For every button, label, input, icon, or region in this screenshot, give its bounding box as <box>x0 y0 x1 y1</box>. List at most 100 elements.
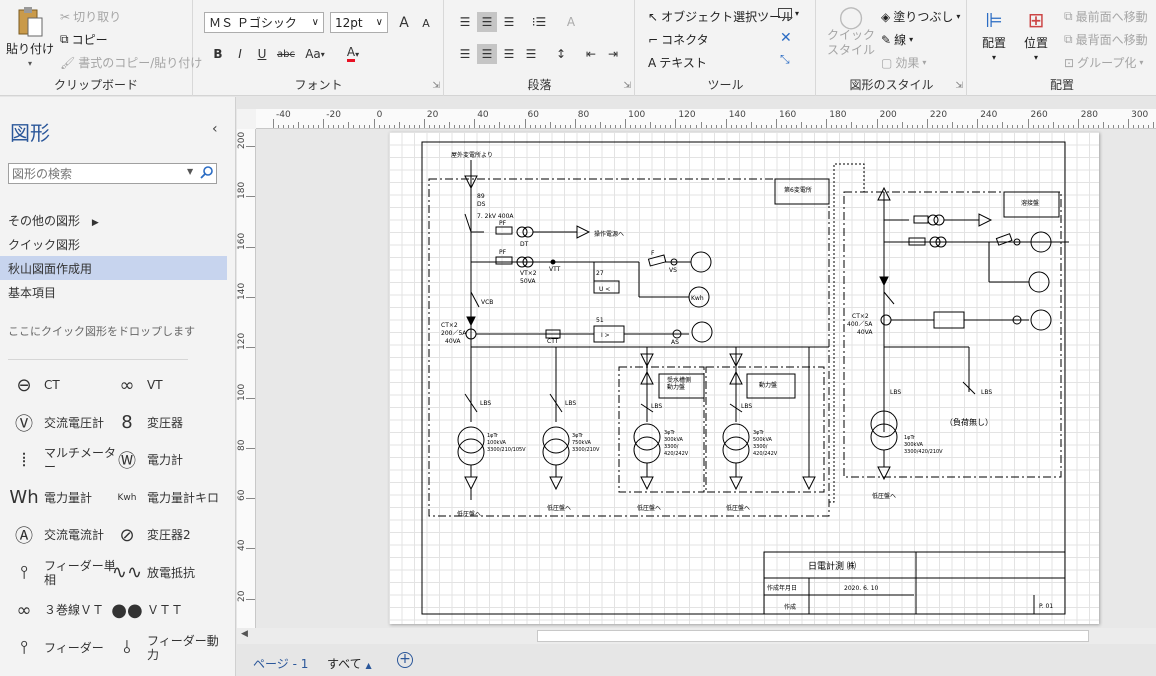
tab-all-pages[interactable]: すべて ▲ <box>327 655 372 672</box>
rectangle-tool-button[interactable]: ▾ <box>778 8 799 18</box>
shape-item[interactable]: ⊘変圧器2 <box>113 517 223 553</box>
format-painter-button[interactable]: 🖌書式のコピー/貼り付け <box>60 54 202 71</box>
bold-button[interactable]: B <box>208 44 228 64</box>
ruler-tick-label: 220 <box>929 110 948 120</box>
bring-to-front-button[interactable]: ⧉最前面へ移動 <box>1064 8 1148 25</box>
ruler-tick <box>685 125 687 128</box>
add-page-button[interactable]: + <box>397 652 413 668</box>
strikethrough-button[interactable]: abc <box>276 44 296 64</box>
font-family-select[interactable]: ＭＳ Ｐゴシック∨ <box>204 12 324 33</box>
close-tool-button[interactable]: ✕ <box>780 30 792 46</box>
next-box <box>1003 191 1060 218</box>
font-color-button[interactable]: A▾ <box>338 44 368 64</box>
panel-item-more-shapes[interactable]: その他の図形 ▶ <box>0 208 227 232</box>
discharge-resistor-icon: ∿∿ <box>111 562 143 583</box>
shape-item[interactable]: ⫰フィーダー動力 <box>113 630 223 666</box>
chevron-down-icon[interactable]: ▼ <box>187 167 194 176</box>
grow-font-button[interactable]: A <box>394 13 414 33</box>
fill-label: 塗りつぶし <box>893 10 954 24</box>
align-left-button[interactable]: ☰ <box>459 47 471 61</box>
panel-item-akiyama-stencil[interactable]: 秋山図面作成用 <box>0 256 227 280</box>
connector-tool-button[interactable]: ⌐コネクタ <box>648 31 709 48</box>
font-size-select[interactable]: 12pt∨ <box>330 12 388 33</box>
text-effects-button[interactable]: A <box>566 15 576 29</box>
align-top-button[interactable]: ☰ <box>459 15 471 29</box>
tb-page: P. 01 <box>1039 603 1053 610</box>
low-label-2: 低圧盤へ <box>547 504 571 512</box>
single-line-diagram[interactable]: 屋外変電所より 89 DS 7. 2kV 400A PF DT 操作電源へ PF… <box>389 132 1099 624</box>
shape-item[interactable]: ∿∿放電抵抗 <box>111 555 223 591</box>
quick-styles-button[interactable]: ◯クイック スタイル <box>827 7 875 58</box>
shape-item[interactable]: ●●ＶＴＴ <box>111 592 223 628</box>
ct-va-label-2: 40VA <box>857 329 873 336</box>
change-case-button[interactable]: Aa▾ <box>305 47 325 61</box>
text-direction-button[interactable]: ↕ <box>555 47 567 61</box>
align-right-button[interactable]: ☰ <box>503 47 515 61</box>
shape-label: 変圧器 <box>147 415 184 430</box>
cut-button[interactable]: ✂切り取り <box>60 8 121 25</box>
shape-item[interactable]: ⦙マルチメーター <box>10 442 120 478</box>
panel-item-quick-shapes[interactable]: クイック図形 <box>0 232 227 256</box>
shape-search-input[interactable] <box>8 163 217 184</box>
ruler-tick <box>584 125 586 128</box>
increase-indent-button[interactable]: ⇥ <box>607 47 619 61</box>
align-bottom-button[interactable]: ☰ <box>503 15 515 29</box>
collapse-panel-icon[interactable]: ‹ <box>212 121 218 137</box>
dialog-launcher-icon[interactable]: ⇲ <box>955 81 963 91</box>
effects-button[interactable]: ▢効果▾ <box>881 55 927 71</box>
ruler-tick <box>288 125 290 128</box>
scroll-left-icon[interactable]: ◀ <box>241 629 248 639</box>
ruler-tick-label: 100 <box>628 110 646 120</box>
dialog-launcher-icon[interactable]: ⇲ <box>432 81 440 91</box>
fill-button[interactable]: ◈塗りつぶし▾ <box>881 9 961 25</box>
rectangle-icon <box>778 8 792 18</box>
decrease-indent-button[interactable]: ⇤ <box>585 47 597 61</box>
ruler-tick <box>604 125 606 128</box>
shape-item[interactable]: ∞VT <box>113 367 223 403</box>
ruler-tick-label: 20 <box>237 590 247 602</box>
shape-item[interactable]: ⫯フィーダー単相 <box>10 555 120 591</box>
horizontal-scrollbar[interactable]: ◀ <box>237 628 1156 644</box>
shape-item[interactable]: ⊖CT <box>10 367 120 403</box>
pointer-tool-button[interactable]: ↖オブジェクト選択ツール <box>648 8 793 25</box>
send-to-back-button[interactable]: ⧉最背面へ移動 <box>1064 31 1148 48</box>
align-button[interactable]: ⊫配置▾ <box>982 8 1007 62</box>
paste-button[interactable]: 貼り付け ▾ <box>6 6 54 68</box>
ruler-tick <box>786 125 788 128</box>
connection-point-button[interactable]: ⤡ <box>780 52 790 67</box>
group-button[interactable]: ⊡グループ化▾ <box>1064 55 1144 71</box>
dialog-launcher-icon[interactable]: ⇲ <box>623 81 631 91</box>
drawing-page[interactable]: 屋外変電所より 89 DS 7. 2kV 400A PF DT 操作電源へ PF… <box>389 132 1099 624</box>
align-middle-button[interactable]: ☰ <box>477 12 497 32</box>
ruler-tick <box>1007 125 1009 128</box>
shape-item[interactable]: ⫯フィーダー <box>10 630 120 666</box>
italic-label: I <box>238 47 242 61</box>
underline-button[interactable]: U <box>252 44 272 64</box>
multimeter-icon: ⦙ <box>21 449 27 471</box>
scrollbar-thumb[interactable] <box>537 630 1089 642</box>
line-button[interactable]: ✎線▾ <box>881 32 914 48</box>
position-button[interactable]: ⊞位置▾ <box>1024 8 1049 62</box>
ruler-tick <box>921 125 923 128</box>
copy-button[interactable]: ⧉コピー <box>60 31 108 48</box>
tab-page-1[interactable]: ページ - 1 <box>253 657 309 671</box>
panel-item-basic[interactable]: 基本項目 <box>0 280 227 304</box>
justify-button[interactable]: ☰ <box>525 47 537 61</box>
shape-item[interactable]: ∞３巻線ＶＴ <box>10 592 120 628</box>
vt2-label: VT×2 <box>520 270 537 277</box>
italic-button[interactable]: I <box>230 44 250 64</box>
bullets-button[interactable]: ⁝☰ <box>531 15 547 29</box>
align-center-button[interactable]: ☰ <box>477 44 497 64</box>
shrink-font-button[interactable]: A <box>416 13 436 33</box>
search-icon[interactable] <box>200 165 214 179</box>
pf-label-1: PF <box>499 220 507 227</box>
